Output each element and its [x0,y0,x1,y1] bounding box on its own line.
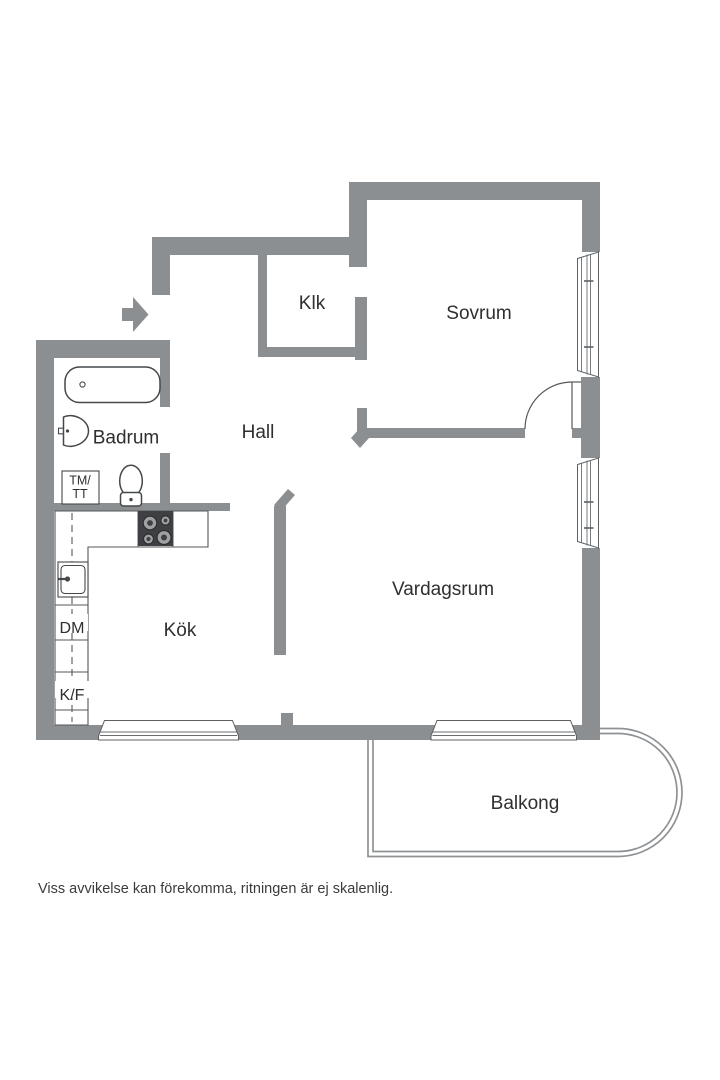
wall-right-mid [581,377,600,458]
entrance-arrow-icon [122,297,149,332]
wall-sovrum-stub [357,408,367,432]
wall-right-corner [582,182,600,252]
washbasin-icon [57,414,90,448]
wall-klk-right-stub [355,297,367,360]
label-washer-line2: TT [72,487,88,501]
wall-door-stub [572,428,582,438]
kitchen-window [98,720,239,741]
room-label-hall: Hall [242,422,275,443]
wall-klk-left [258,255,267,357]
bathtub-icon [64,366,161,404]
wall-klk-bottom [258,347,367,357]
wall-bath-niche [160,340,170,407]
interior-walls [36,255,582,725]
livingroom-bottom-window [430,720,577,741]
room-label-badrum: Badrum [93,428,160,449]
toilet-icon [118,464,144,507]
wall-bottom-stub [281,713,293,725]
wall-kitchen-top [36,503,230,511]
label-dishwasher: DM [60,620,85,637]
wall-left [36,340,54,740]
wall-entry-jamb [152,237,170,295]
wall-step [349,182,367,267]
disclaimer-text: Viss avvikelse kan förekomma, ritningen … [38,881,393,897]
room-label-kok: Kök [164,620,197,641]
exterior-walls [36,182,600,740]
vardagsrum-window [577,457,599,549]
room-label-vardagsrum: Vardagsrum [392,579,494,600]
sovrum-window [577,251,599,378]
room-label-balkong: Balkong [491,793,560,814]
wall-sovrum-bottom [362,428,525,438]
wall-bathroom-top [36,340,170,358]
label-fridge-freezer: K/F [60,687,85,704]
stove-hob-icon [138,511,173,546]
balcony-outline [367,727,683,858]
kf-label-bg [55,681,89,698]
wall-right-lower [582,548,600,740]
wall-bath-lower-stub [160,453,170,505]
wall-divider [274,506,286,655]
wall-top-left [152,237,367,255]
wall-divider-break-cap [274,489,295,511]
room-label-klk: Klk [299,293,326,314]
wall-top-right [349,182,600,200]
wall-sovrum-break-cap [351,428,369,448]
washer-dryer-box [61,470,100,505]
room-label-sovrum: Sovrum [446,303,511,324]
door-swing-icon [524,381,581,430]
dm-label-bg [56,614,88,631]
kitchen-sink-icon [57,561,89,598]
label-washer-line1: TM/ [69,474,91,488]
